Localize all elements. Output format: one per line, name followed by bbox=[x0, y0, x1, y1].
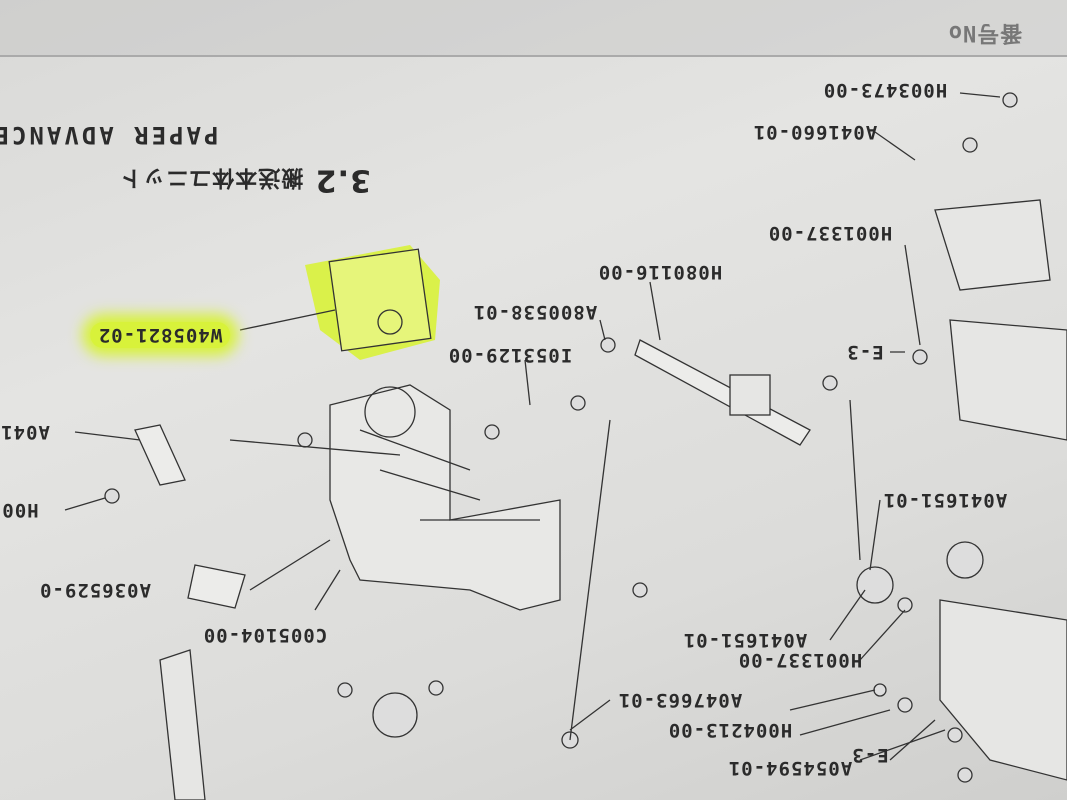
part-label: H001337-00 bbox=[737, 649, 863, 671]
stepper-motor bbox=[328, 248, 432, 352]
section-title: 3.2 搬送本体ユニット bbox=[119, 163, 371, 198]
part-label: A054594-01 bbox=[727, 757, 853, 779]
part-label: A036529-0 bbox=[39, 579, 151, 601]
part-label: A041660-01 bbox=[752, 121, 878, 143]
part-label: A047663-01 bbox=[617, 689, 743, 711]
part-label: H003473-00 bbox=[822, 79, 948, 101]
part-label: H00 bbox=[1, 499, 39, 521]
section-title-en: PAPER ADVANCE bbox=[0, 121, 219, 149]
gear bbox=[856, 566, 894, 604]
part-label: A041 bbox=[0, 421, 50, 443]
part-label: H004213-00 bbox=[667, 719, 793, 741]
guide-rail bbox=[634, 339, 811, 446]
part-label-highlighted: W405821-02 bbox=[89, 322, 231, 348]
section-title-jp: 搬送本体ユニット bbox=[119, 164, 304, 190]
part-label: A041651-01 bbox=[682, 629, 808, 651]
part-label: C005104-00 bbox=[202, 624, 328, 646]
table-header-strip: 番号No bbox=[0, 0, 1067, 57]
part-label: A800538-01 bbox=[472, 301, 598, 323]
part-label: H080116-00 bbox=[597, 261, 723, 283]
section-number: 3.2 bbox=[314, 162, 371, 198]
part-label: I053129-00 bbox=[447, 344, 573, 366]
part-label: E-3 bbox=[851, 744, 889, 766]
part-label: H001337-00 bbox=[767, 222, 893, 244]
part-label: A041651-01 bbox=[882, 489, 1008, 511]
part-label: E-3 bbox=[846, 341, 884, 363]
frame-plate bbox=[329, 384, 561, 611]
